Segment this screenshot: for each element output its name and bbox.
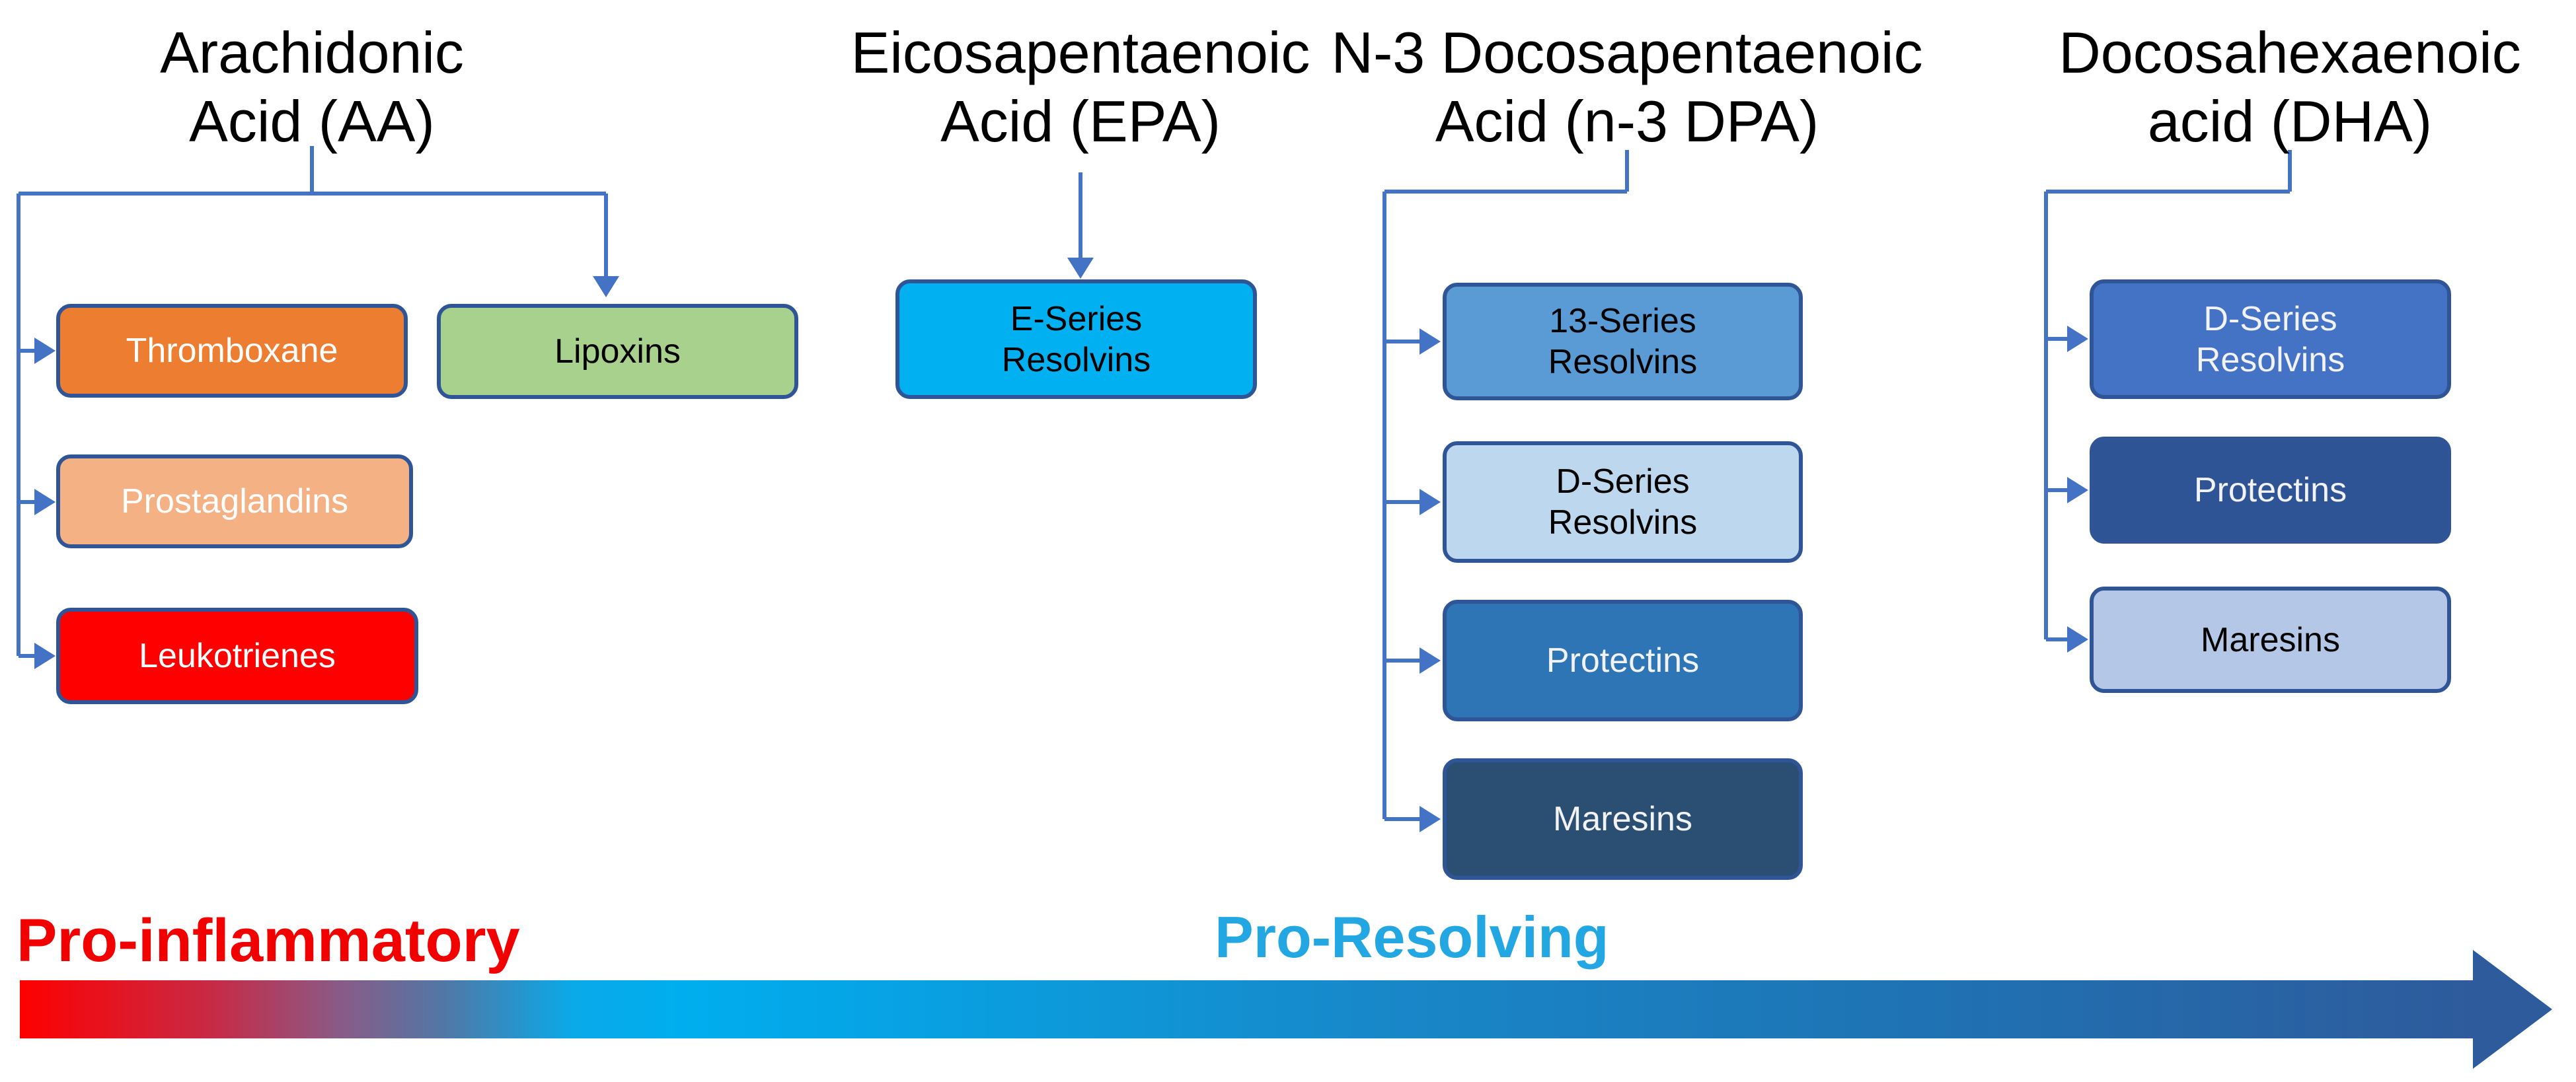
box-label: Resolvins — [1548, 343, 1698, 381]
title-arachidonic-acid: Arachidonic Acid (AA) — [48, 18, 576, 156]
box-label: Prostaglandins — [121, 482, 348, 521]
title-line: Arachidonic — [160, 20, 464, 85]
title-line: Acid (AA) — [189, 89, 435, 154]
box-label: D-Series — [1556, 462, 1690, 501]
title-line: N-3 Docosapentaenoic — [1331, 20, 1923, 85]
box-label: 13-Series — [1549, 302, 1696, 340]
box-label: E-Series — [1010, 299, 1143, 338]
box-label: Leukotrienes — [139, 637, 336, 675]
connector-aa-arrowheads — [34, 276, 619, 669]
title-eicosapentaenoic-acid: Eicosapentaenoic Acid (EPA) — [816, 18, 1345, 156]
box-label: Maresins — [1553, 800, 1692, 838]
pro-resolving-label: Pro-Resolving — [1215, 904, 1609, 970]
gradient-arrow-head — [2473, 950, 2552, 1069]
box-thromboxane: Thromboxane — [56, 304, 408, 398]
connector-dpa-arrowheads — [1420, 328, 1441, 832]
gradient-arrow — [20, 950, 2552, 1069]
box-label: Maresins — [2201, 620, 2340, 659]
box-label: D-Series — [2203, 299, 2337, 338]
box-label: Protectins — [1546, 641, 1700, 680]
title-line: Docosahexaenoic — [2059, 20, 2521, 85]
box-dpa-protectins: Protectins — [1443, 600, 1803, 721]
pro-inflammatory-label: Pro-inflammatory — [17, 907, 520, 974]
connector-dha — [2044, 150, 2292, 641]
title-line: acid (DHA) — [2147, 89, 2433, 154]
title-line: Eicosapentaenoic — [851, 20, 1310, 85]
title-line: Acid (EPA) — [940, 89, 1221, 154]
box-dpa-d-series-resolvins: D-Series Resolvins — [1443, 441, 1803, 563]
box-label: Lipoxins — [554, 332, 681, 371]
box-label: Resolvins — [1548, 503, 1698, 542]
title-n3-docosapentaenoic-acid: N-3 Docosapentaenoic Acid (n-3 DPA) — [1323, 18, 1931, 156]
box-label: Resolvins — [2195, 340, 2345, 379]
connector-dha-arrowheads — [2067, 326, 2088, 653]
box-e-series-resolvins: E-Series Resolvins — [895, 279, 1257, 399]
box-dha-maresins: Maresins — [2090, 587, 2451, 693]
connector-epa — [1067, 172, 1094, 279]
box-label: Thromboxane — [126, 332, 338, 370]
box-prostaglandins: Prostaglandins — [56, 454, 413, 548]
box-dha-d-series-resolvins: D-Series Resolvins — [2090, 279, 2451, 399]
box-label: Resolvins — [1001, 340, 1151, 379]
gradient-arrow-shaft — [20, 980, 2473, 1038]
box-13-series-resolvins: 13-Series Resolvins — [1443, 283, 1803, 400]
box-leukotrienes: Leukotrienes — [56, 608, 418, 704]
box-label: Protectins — [2193, 471, 2347, 509]
title-docosahexaenoic-acid: Docosahexaenoic acid (DHA) — [2026, 18, 2554, 156]
connector-dpa — [1383, 150, 1629, 821]
box-dha-protectins: Protectins — [2090, 437, 2451, 544]
box-dpa-maresins: Maresins — [1443, 758, 1803, 880]
connector-aa — [17, 146, 608, 658]
title-line: Acid (n-3 DPA) — [1435, 89, 1819, 154]
box-lipoxins: Lipoxins — [437, 304, 798, 399]
